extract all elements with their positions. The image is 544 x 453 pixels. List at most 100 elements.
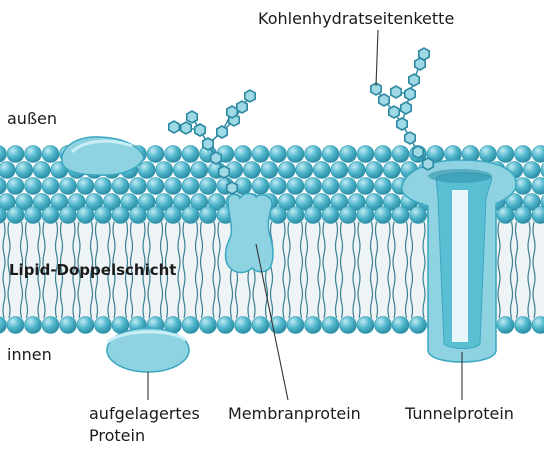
label-carbohydrate-chain: Kohlenhydratseitenkette <box>258 9 454 29</box>
sugar-unit <box>187 111 197 123</box>
sugar-unit <box>409 74 419 86</box>
tunnel-pore <box>452 190 468 342</box>
sugar-unit <box>217 126 227 138</box>
lipid-head <box>392 146 409 163</box>
lipid-head <box>322 178 339 195</box>
lipid-head <box>42 146 59 163</box>
lipid-head <box>130 207 147 224</box>
lipid-head <box>340 178 357 195</box>
lipid-head <box>392 317 409 334</box>
lipid-head <box>77 317 94 334</box>
lipid-head <box>112 178 129 195</box>
lipid-head <box>182 317 199 334</box>
lipid-head <box>270 178 287 195</box>
lipid-head <box>515 317 532 334</box>
lipid-head <box>200 178 217 195</box>
label-membrane-protein: Membranprotein <box>228 404 361 424</box>
lipid-head <box>357 146 374 163</box>
lipid-head <box>147 146 164 163</box>
lipid-head <box>497 207 514 224</box>
sugar-unit <box>181 122 191 134</box>
tunnel-opening <box>428 169 492 183</box>
lipid-head <box>0 178 7 195</box>
lipid-head <box>0 146 7 163</box>
sugar-unit <box>169 121 179 133</box>
lipid-head <box>243 162 260 179</box>
lipid-head <box>182 146 199 163</box>
lipid-head <box>357 178 374 195</box>
lipid-head <box>147 207 164 224</box>
lipid-head <box>322 317 339 334</box>
lipid-head <box>322 146 339 163</box>
lipid-head <box>270 207 287 224</box>
sugar-unit <box>195 124 205 136</box>
label-tunnel-protein: Tunnelprotein <box>405 404 514 424</box>
lipid-head <box>287 317 304 334</box>
sugar-unit <box>389 106 399 118</box>
lipid-head <box>532 178 544 195</box>
lipid-head <box>366 162 383 179</box>
sugar-unit <box>245 90 255 102</box>
lipid-head <box>261 162 278 179</box>
lipid-head <box>287 178 304 195</box>
lipid-head <box>191 162 208 179</box>
lipid-head <box>252 317 269 334</box>
lipid-head <box>515 207 532 224</box>
sugar-unit <box>379 94 389 106</box>
lipid-head <box>77 178 94 195</box>
lipid-head <box>340 146 357 163</box>
lipid-head <box>42 178 59 195</box>
lipid-head <box>7 207 24 224</box>
lipid-head <box>60 317 77 334</box>
lipid-head <box>313 162 330 179</box>
lipid-head <box>305 146 322 163</box>
lipid-head <box>165 178 182 195</box>
lipid-head <box>305 317 322 334</box>
lipid-head <box>348 162 365 179</box>
lipid-head <box>112 207 129 224</box>
lipid-head <box>7 146 24 163</box>
lipid-head <box>357 207 374 224</box>
lipid-head <box>305 178 322 195</box>
sugar-unit <box>397 118 407 130</box>
sugar-unit <box>219 166 229 178</box>
lipid-head <box>173 162 190 179</box>
lipid-head <box>156 162 173 179</box>
lipid-head <box>7 317 24 334</box>
lipid-head <box>95 207 112 224</box>
lipid-head <box>497 317 514 334</box>
lipid-head <box>165 146 182 163</box>
lipid-head <box>357 317 374 334</box>
lipid-head <box>392 207 409 224</box>
membrane-protein <box>226 193 274 272</box>
lipid-head <box>497 146 514 163</box>
lipid-head <box>147 178 164 195</box>
lipid-head <box>42 207 59 224</box>
lipid-head <box>165 207 182 224</box>
lipid-head <box>252 178 269 195</box>
lipid-head <box>480 146 497 163</box>
sugar-unit <box>405 88 415 100</box>
lipid-head <box>375 146 392 163</box>
lipid-head <box>340 317 357 334</box>
sugar-unit <box>227 106 237 118</box>
lipid-head <box>515 178 532 195</box>
label-peripheral-protein-1: aufgelagertes <box>89 404 200 424</box>
sugar-unit <box>419 48 429 60</box>
lipid-head <box>138 162 155 179</box>
sugar-unit <box>211 152 221 164</box>
lipid-head <box>77 207 94 224</box>
lipid-head <box>33 162 50 179</box>
lipid-head <box>42 317 59 334</box>
sugar-unit <box>413 146 423 158</box>
lipid-head <box>182 178 199 195</box>
lipid-head <box>287 146 304 163</box>
lipid-head <box>60 207 77 224</box>
lipid-head <box>410 317 427 334</box>
lipid-head <box>375 317 392 334</box>
lipid-head <box>7 178 24 195</box>
sugar-unit <box>391 86 401 98</box>
lipid-head <box>305 207 322 224</box>
lipid-head <box>252 146 269 163</box>
